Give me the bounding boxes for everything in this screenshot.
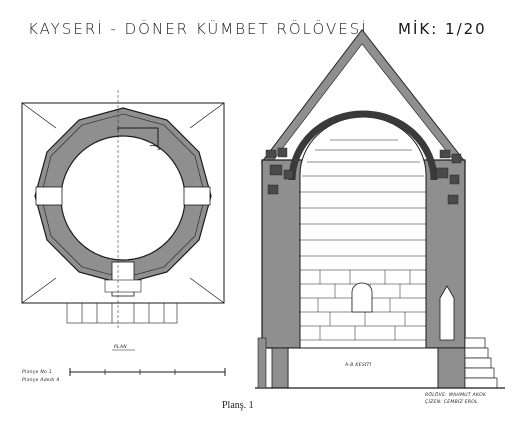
figure-caption: Planş. 1 [222, 400, 254, 411]
drawing-title: KAYSERİ - DÖNER KÜMBET RÖLÖVESİ [28, 20, 368, 38]
east-niche [183, 186, 211, 206]
plan-label: PLAN [114, 345, 127, 350]
west-niche [35, 186, 63, 206]
plan-drawing [21, 90, 225, 330]
portal [439, 285, 455, 341]
crypt [287, 347, 439, 389]
section-steps [464, 337, 498, 389]
credit-surveyor: RÖLÖVE: MAHMUT AKOK [425, 393, 487, 398]
legend-sheet-count: Plançe Adedi 4 [22, 378, 60, 383]
legend-sheet-no: Plançe No 1 [22, 370, 52, 375]
section-drawing [255, 29, 505, 389]
section-label: A-B KESİTİ [345, 363, 372, 368]
dome-courses [300, 139, 426, 271]
entry-steps [66, 302, 178, 324]
credit-drafter: ÇİZEN: CEMBİZ EROL [425, 400, 478, 405]
interior-niche [351, 282, 373, 313]
scale-bar [69, 349, 226, 376]
scale-label: MİK: 1/20 [398, 20, 487, 38]
